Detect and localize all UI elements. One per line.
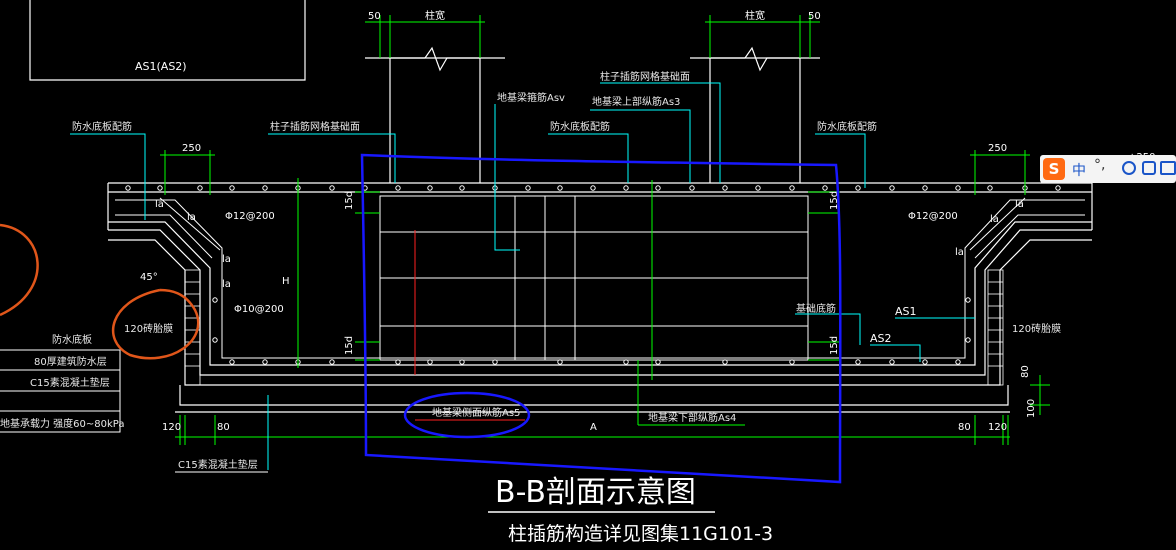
- ime-lang-toggle[interactable]: 中: [1072, 163, 1086, 179]
- emoji-icon[interactable]: [1122, 161, 1136, 175]
- drawing-title: B-B剖面示意图: [495, 475, 696, 510]
- beam-rebar: [379, 195, 809, 421]
- dim-250-left: 250: [182, 143, 201, 154]
- ime-logo-icon[interactable]: S: [1043, 158, 1065, 180]
- dim-120-left: 120: [162, 422, 181, 433]
- leader-lines: [70, 82, 975, 470]
- d15-2: 15d: [829, 191, 840, 210]
- dim-col-width-right: 柱宽: [745, 9, 765, 22]
- dim-100-vertical: 100: [1026, 399, 1037, 418]
- col-side-note-left: 柱子插筋网格基础面: [270, 120, 360, 133]
- brick-label-right: 120砖胎膜: [1012, 322, 1061, 335]
- h-label: H: [282, 276, 290, 287]
- wp-label-mid: 防水底板配筋: [550, 120, 610, 133]
- brick-label-left: 120砖胎膜: [124, 322, 173, 335]
- dim-col-width-left: 柱宽: [425, 9, 445, 22]
- wp-label-right: 防水底板配筋: [817, 120, 877, 133]
- bottom-bar-label: 地基梁下部纵筋As4: [648, 411, 736, 424]
- slab-outline: [107, 182, 1093, 413]
- legend-row-3: 地基承载力 强度60~80kPa: [0, 417, 125, 430]
- dim-a: A: [590, 422, 597, 433]
- la-label-5: la: [1015, 199, 1024, 210]
- la-label-6: la: [990, 214, 999, 225]
- annotation-blue-outline: [360, 153, 842, 484]
- dim-250-right: 250: [988, 143, 1007, 154]
- top-left-box-label: AS1(AS2): [135, 60, 187, 73]
- top-left-box: AS1(AS2): [29, 0, 306, 81]
- brick-right: [987, 269, 1004, 386]
- wp-label-left: 防水底板配筋: [72, 120, 132, 133]
- d15-1: 15d: [344, 191, 355, 210]
- la-label-4: la: [222, 279, 231, 290]
- mic-icon[interactable]: [1142, 161, 1156, 175]
- phi10: Φ10@200: [234, 304, 284, 315]
- dim-80-right: 80: [958, 422, 971, 433]
- phi12-left: Φ12@200: [225, 211, 275, 222]
- rebar-cage: [115, 197, 1085, 359]
- left-column: [365, 46, 505, 183]
- dim-50-left: 50: [368, 11, 381, 22]
- legend-row-2: C15素混凝土垫层: [30, 376, 110, 389]
- d15-3: 15d: [344, 336, 355, 355]
- as2-label: AS2: [870, 332, 892, 345]
- as1-label: AS1: [895, 305, 917, 318]
- base-bar-label: 基础底筋: [796, 302, 836, 315]
- annotation-orange-circle: [112, 288, 200, 360]
- side-bar-label: 地基梁侧面纵筋As5: [432, 406, 520, 419]
- ime-toolbar[interactable]: S 中 °,: [1040, 155, 1176, 183]
- legend-table: [0, 349, 121, 433]
- c15-label: C15素混凝土垫层: [178, 458, 258, 471]
- phi12-right: Φ12@200: [908, 211, 958, 222]
- la-label-3: la: [222, 254, 231, 265]
- dim-50-right: 50: [808, 11, 821, 22]
- la-label-2: la: [187, 212, 196, 223]
- right-column: [690, 46, 820, 183]
- angle-45: 45°: [140, 272, 158, 283]
- ime-punct-toggle[interactable]: °,: [1094, 157, 1106, 173]
- top-bar-label: 地基梁上部纵筋As3: [592, 95, 680, 108]
- dim-80-vertical: 80: [1020, 365, 1031, 378]
- d15-4: 15d: [829, 336, 840, 355]
- la-label-7: la: [955, 247, 964, 258]
- dim-80-left: 80: [217, 422, 230, 433]
- col-side-note-right: 柱子插筋网格基础面: [600, 70, 690, 83]
- annotation-orange-arc: [0, 223, 39, 317]
- dimension-lines: [160, 150, 1050, 445]
- stirrup-label: 地基梁箍筋Asv: [497, 91, 565, 104]
- legend-title: 防水底板: [52, 333, 92, 346]
- drawing-subtitle: 柱插筋构造详见图集11G101-3: [508, 523, 773, 545]
- column-dims: [365, 15, 820, 58]
- legend-row-1: 80厚建筑防水层: [34, 355, 107, 368]
- dim-120-right: 120: [988, 422, 1007, 433]
- la-label-1: la: [155, 199, 164, 210]
- annotation-blue-ellipse: [403, 391, 531, 439]
- keyboard-icon[interactable]: [1160, 161, 1176, 175]
